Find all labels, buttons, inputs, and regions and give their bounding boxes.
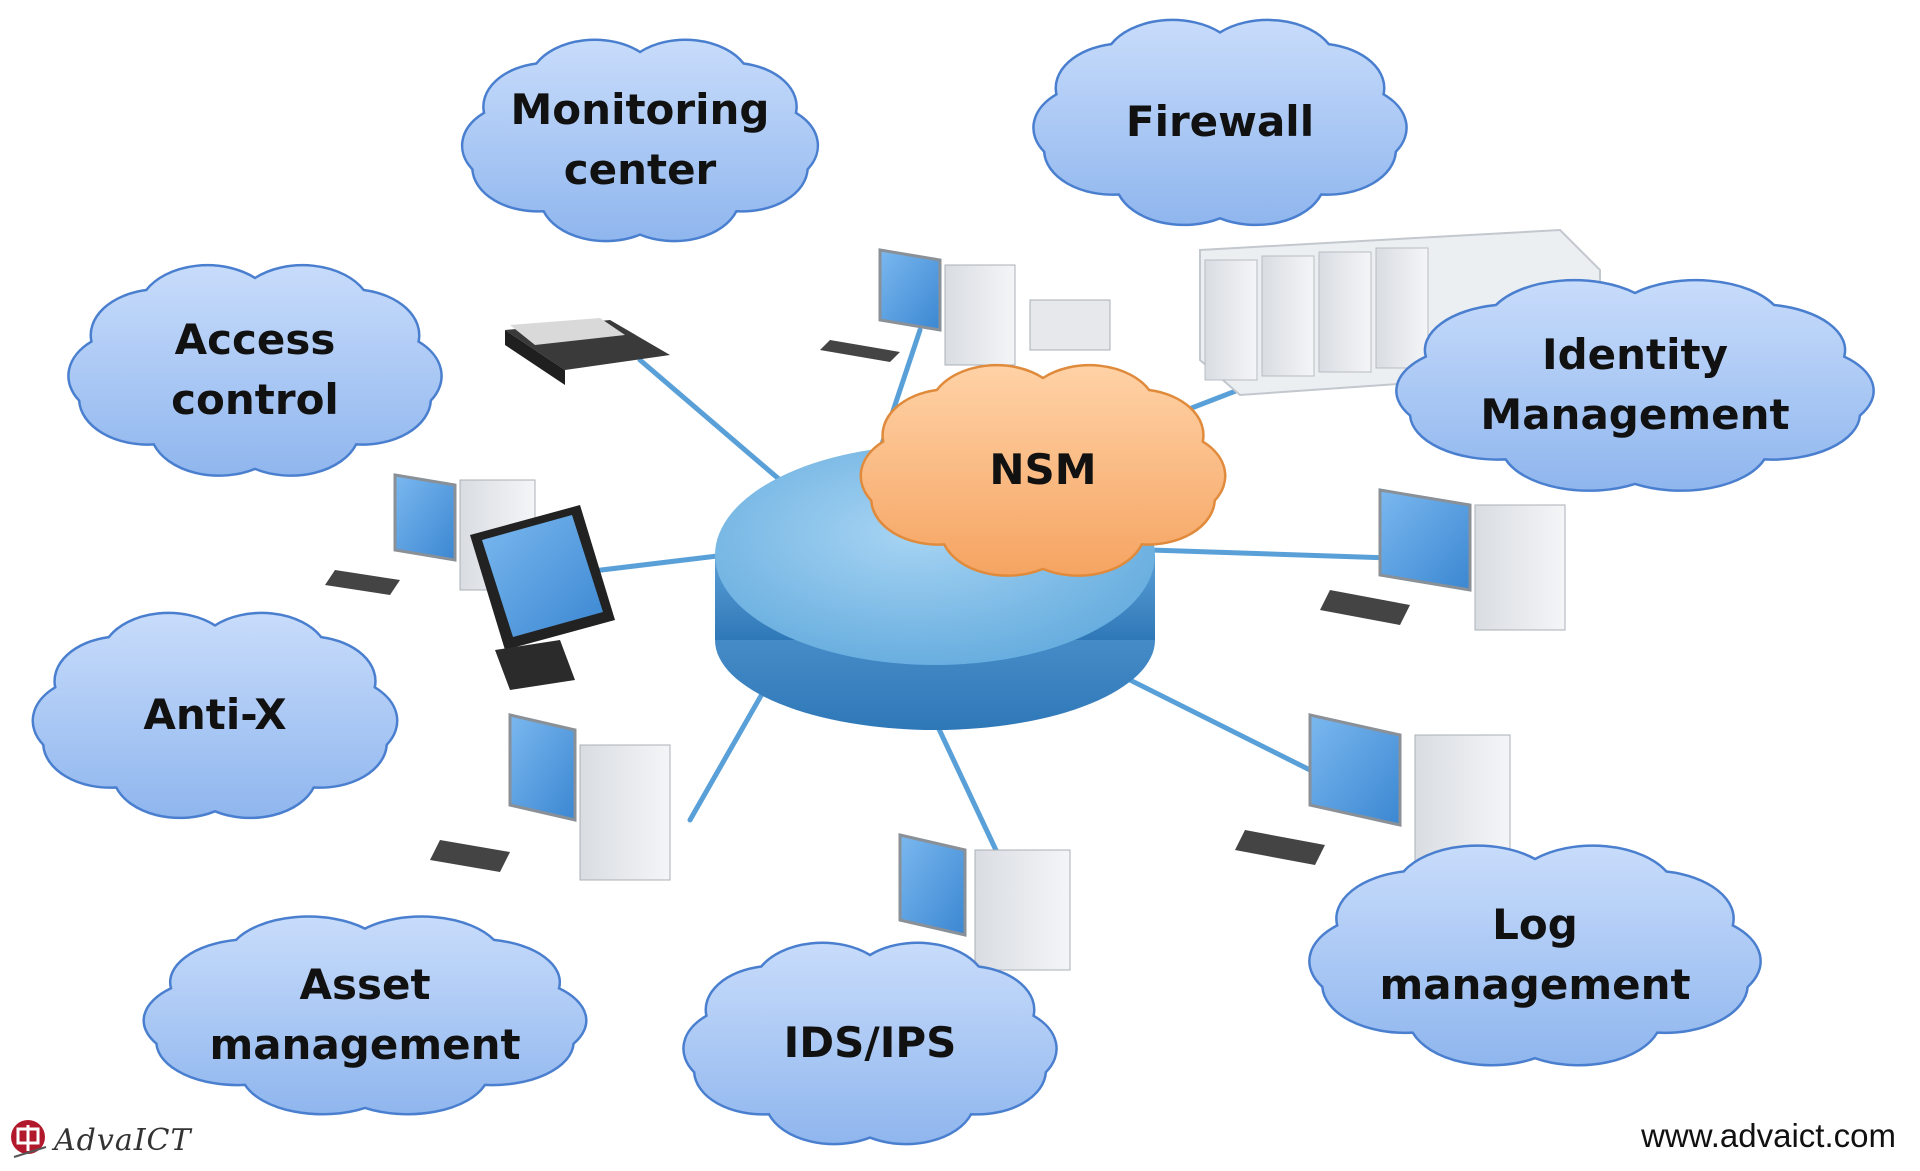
workstation-icon	[430, 713, 671, 881]
brand-logo: AdvaICT	[6, 1117, 192, 1163]
footer-url: www.advaict.com	[1641, 1117, 1896, 1154]
identity-management-cloud	[1395, 278, 1875, 492]
laptop-icon	[505, 318, 670, 385]
workstation-icon	[820, 248, 1111, 366]
monitoring-center-cloud	[460, 38, 820, 243]
ids-ips-cloud	[682, 941, 1058, 1146]
brand-logo-icon	[11, 1120, 47, 1158]
access-control-cloud	[67, 263, 443, 477]
brand-logo-text: AdvaICT	[54, 1122, 192, 1158]
monitor-icon	[470, 505, 615, 690]
anti-x-cloud	[31, 611, 399, 820]
asset-management-cloud	[142, 915, 588, 1116]
log-management-cloud	[1308, 844, 1762, 1067]
nsm-hub-cloud	[859, 363, 1227, 577]
firewall-cloud	[1032, 18, 1408, 227]
cloud-layer	[31, 18, 1875, 1146]
workstation-icon	[1320, 488, 1566, 631]
workstation-icon	[898, 833, 1071, 971]
